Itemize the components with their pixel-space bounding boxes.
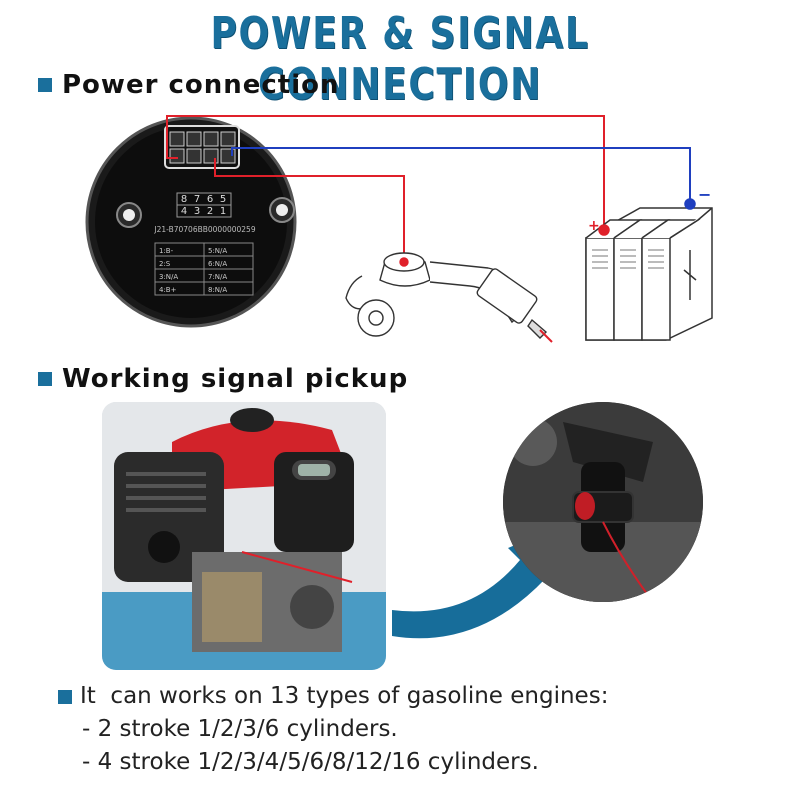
pin-number: 8	[181, 194, 187, 205]
battery-positive-terminal	[598, 224, 610, 236]
power-diagram: 8 7 6 5 4 3 2 1 J21-B70706BB0000000259 1…	[85, 115, 713, 343]
battery-icon	[585, 198, 713, 341]
section-signal-label: Working signal pickup	[62, 364, 409, 394]
pin-table-cell: 3:N/A	[159, 273, 178, 281]
section-power-label: Power connection	[62, 70, 340, 100]
pin-number: 3	[194, 206, 200, 217]
pin-number: 4	[181, 206, 187, 217]
wiring	[166, 115, 691, 258]
section-signal-pickup: Working signal pickup	[38, 364, 408, 394]
battery-negative-terminal	[684, 198, 696, 210]
section-bullet-icon	[38, 372, 52, 386]
section-bullet-icon	[38, 78, 52, 92]
pin-number: 5	[220, 194, 226, 205]
pin-table-cell: 8:N/A	[208, 286, 227, 294]
pin-number: 1	[220, 206, 226, 217]
info-line: - 2 stroke 1/2/3/6 cylinders.	[82, 716, 398, 742]
engine-compatibility-info: It can works on 13 types of gasoline eng…	[58, 680, 608, 779]
ignition-coil-icon	[345, 252, 553, 343]
section-power-connection: Power connection	[38, 70, 340, 100]
page-title: POWER & SIGNAL CONNECTION	[210, 8, 590, 110]
gauge-rear: 8 7 6 5 4 3 2 1 J21-B70706BB0000000259 1…	[85, 116, 297, 328]
pin-table-cell: 2:S	[159, 260, 171, 268]
pin-number: 2	[207, 206, 213, 217]
pin-table-cell: 4:B+	[159, 286, 177, 294]
battery-minus-label: −	[698, 185, 711, 204]
info-headline: It can works on 13 types of gasoline eng…	[80, 683, 609, 709]
pin-table-cell: 7:N/A	[208, 273, 227, 281]
wire-positive	[166, 115, 605, 226]
pin-table-cell: 5:N/A	[208, 247, 227, 255]
wire-negative	[231, 147, 691, 200]
engine-photo	[102, 402, 386, 670]
wire-signal	[214, 158, 405, 258]
part-number: J21-B70706BB0000000259	[153, 225, 255, 234]
battery-plus-label: +	[588, 218, 600, 234]
pin-number: 6	[207, 194, 213, 205]
pin-table-cell: 1:B-	[159, 247, 174, 255]
info-line: - 4 stroke 1/2/3/4/5/6/8/12/16 cylinders…	[82, 749, 539, 775]
pickup-closeup-photo	[503, 402, 703, 602]
pin-number: 7	[194, 194, 200, 205]
info-bullet-icon	[58, 689, 72, 704]
pin-table-cell: 6:N/A	[208, 260, 227, 268]
